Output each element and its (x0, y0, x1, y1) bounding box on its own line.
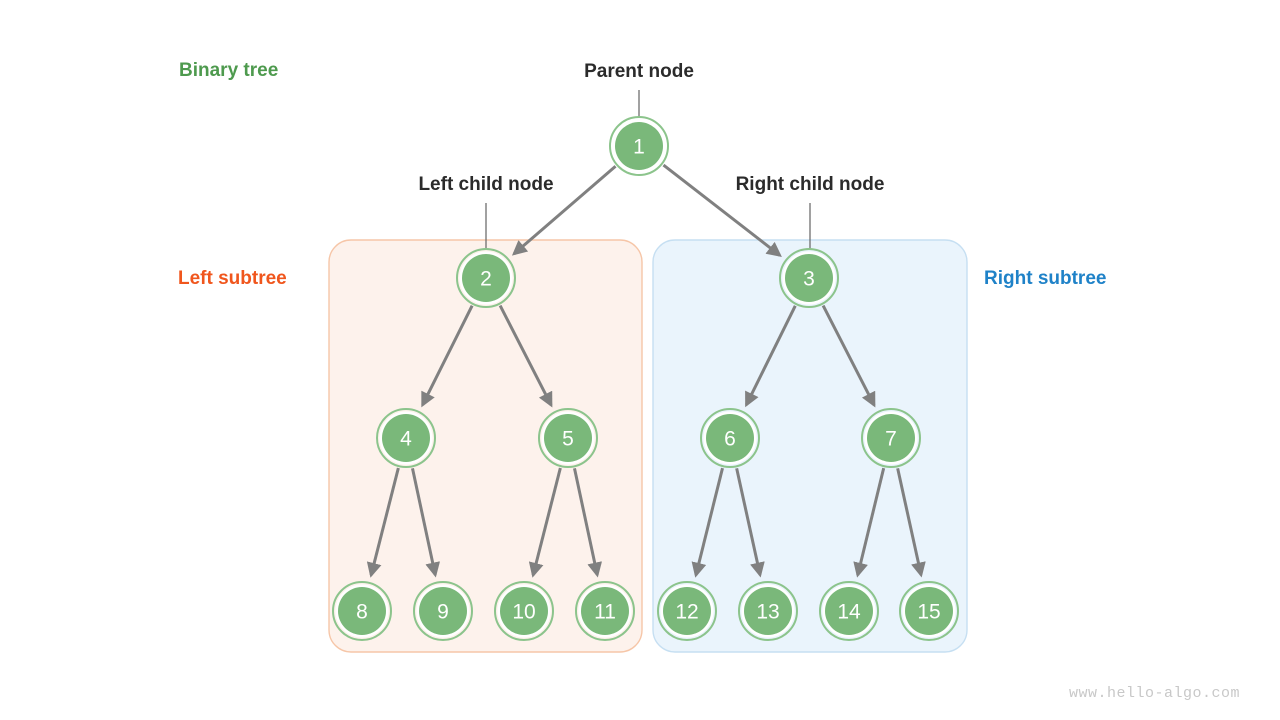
node-circle (500, 587, 548, 635)
node-ring (494, 581, 554, 641)
edge-5-to-11 (573, 468, 603, 578)
tree-node-8[interactable]: 8 (332, 581, 392, 641)
node-value: 7 (885, 428, 897, 451)
node-circle (338, 587, 386, 635)
node-circle (462, 254, 510, 302)
annotation-left-child-node: Left child node (418, 174, 554, 195)
edge-6-to-12 (691, 467, 724, 578)
edge-5-to-10 (528, 467, 562, 578)
node-value: 13 (756, 601, 779, 624)
node-circle (785, 254, 833, 302)
node-circle (382, 414, 430, 462)
node-ring (819, 581, 879, 641)
node-value: 5 (562, 428, 574, 451)
node-ring (538, 408, 598, 468)
tree-node-6[interactable]: 6 (700, 408, 760, 468)
edge-2-to-5 (498, 304, 553, 408)
node-circle (544, 414, 592, 462)
right-subtree-label: Right subtree (984, 268, 1107, 289)
node-value: 2 (480, 268, 492, 291)
edge-2-to-4 (421, 305, 474, 408)
tree-node-13[interactable]: 13 (738, 581, 798, 641)
edge-1-to-2 (511, 165, 617, 256)
node-ring (700, 408, 760, 468)
tree-edges (366, 163, 926, 578)
node-value: 11 (594, 601, 616, 624)
node-value: 8 (356, 601, 368, 624)
node-value: 6 (724, 428, 736, 451)
edge-3-to-7 (821, 304, 876, 408)
edge-4-to-9 (411, 468, 441, 578)
node-ring (376, 408, 436, 468)
node-value: 15 (917, 601, 940, 624)
node-value: 4 (400, 428, 412, 451)
node-circle (744, 587, 792, 635)
tree-node-15[interactable]: 15 (899, 581, 959, 641)
tree-node-4[interactable]: 4 (376, 408, 436, 468)
tree-node-14[interactable]: 14 (819, 581, 879, 641)
edge-4-to-8 (366, 467, 400, 578)
subtree-panels (328, 239, 968, 653)
node-value: 14 (837, 601, 861, 624)
node-ring (332, 581, 392, 641)
node-ring (738, 581, 798, 641)
node-circle (419, 587, 467, 635)
edge-3-to-6 (745, 305, 797, 408)
node-ring (575, 581, 635, 641)
node-circle (581, 587, 629, 635)
node-ring (861, 408, 921, 468)
tree-node-10[interactable]: 10 (494, 581, 554, 641)
tree-node-12[interactable]: 12 (657, 581, 717, 641)
edge-7-to-14 (853, 467, 886, 578)
node-circle (825, 587, 873, 635)
node-circle (615, 122, 663, 170)
tree-node-9[interactable]: 9 (413, 581, 473, 641)
node-ring (657, 581, 717, 641)
node-value: 3 (803, 268, 815, 291)
node-ring (413, 581, 473, 641)
node-ring (456, 248, 516, 308)
node-value: 10 (512, 601, 535, 624)
tree-node-2[interactable]: 2 (456, 248, 516, 308)
page-title: Binary tree (179, 60, 279, 81)
edge-6-to-13 (735, 467, 765, 578)
node-ring (609, 116, 669, 176)
node-circle (905, 587, 953, 635)
left-subtree-label: Left subtree (178, 268, 287, 289)
tree-node-11[interactable]: 11 (575, 581, 635, 641)
node-circle (663, 587, 711, 635)
node-value: 9 (437, 601, 449, 624)
node-circle (867, 414, 915, 462)
tree-node-7[interactable]: 7 (861, 408, 921, 468)
tree-node-1[interactable]: 1 (609, 116, 669, 176)
node-value: 1 (633, 136, 645, 159)
edge-1-to-3 (662, 163, 782, 257)
node-circle (706, 414, 754, 462)
node-value: 12 (675, 601, 698, 624)
watermark: www.hello-algo.com (1068, 685, 1240, 702)
annotation-parent-node: Parent node (584, 61, 694, 82)
edge-7-to-15 (896, 467, 926, 578)
annotation-leader-lines (485, 90, 811, 250)
node-ring (899, 581, 959, 641)
tree-node-3[interactable]: 3 (779, 248, 839, 308)
annotation-right-child-node: Right child node (735, 174, 885, 195)
tree-node-5[interactable]: 5 (538, 408, 598, 468)
node-ring (779, 248, 839, 308)
